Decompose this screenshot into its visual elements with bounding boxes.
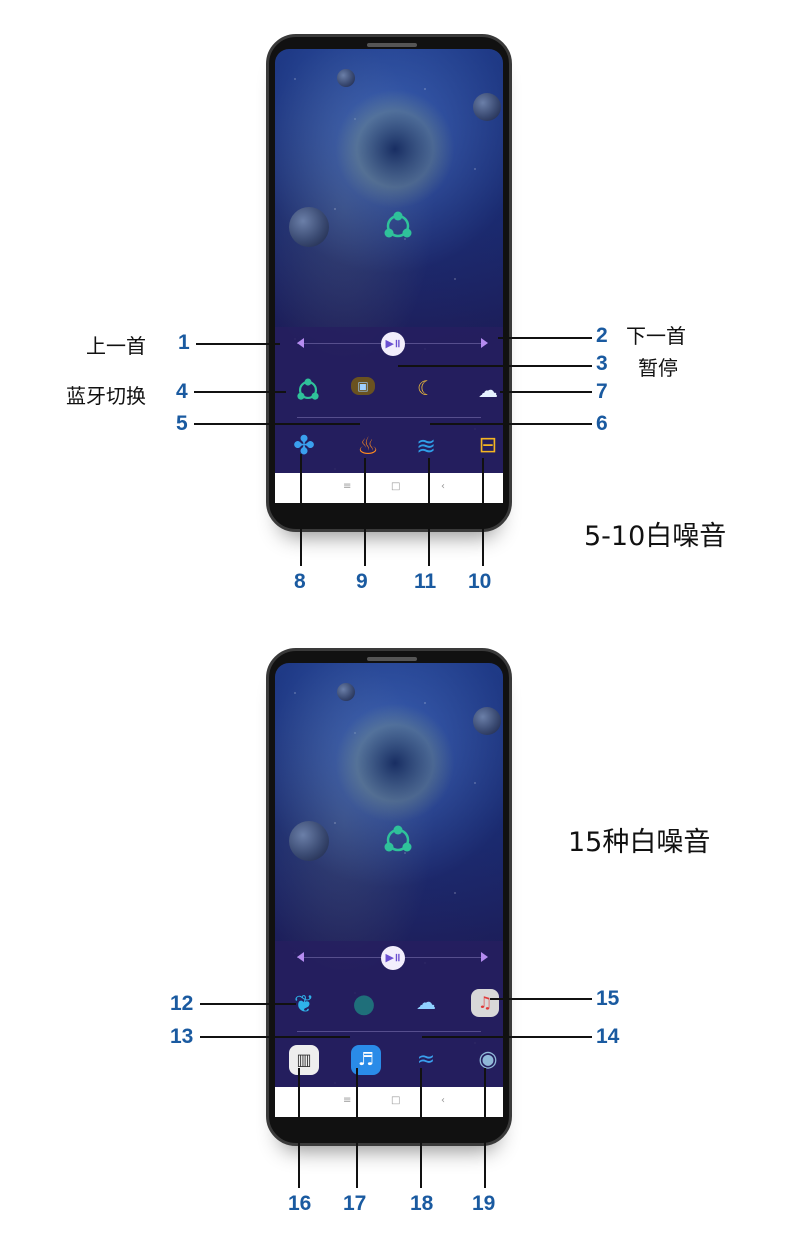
thunderstorm-icon[interactable]: ☁ [416, 990, 436, 1014]
train-icon[interactable]: ⊟ [478, 433, 498, 458]
leader-line [196, 343, 280, 345]
callout-number: 15 [596, 987, 620, 1010]
bluetooth-share-icon[interactable] [381, 209, 415, 243]
planet [337, 69, 355, 87]
callout-number: 13 [170, 1025, 194, 1048]
system-navbar: ≡ □ ‹ [275, 1087, 503, 1117]
bird-icon[interactable]: ❦ [293, 990, 315, 1018]
callout-number: 9 [356, 570, 368, 593]
leader-line [490, 998, 592, 1000]
wave-icon[interactable]: ≋ [415, 432, 437, 460]
label-bluetooth: 蓝牙切换 [66, 384, 146, 408]
next-icon[interactable] [481, 338, 488, 348]
leader-line [428, 458, 430, 566]
fan-icon[interactable]: ✤ [293, 431, 315, 461]
divider [297, 417, 481, 418]
next-icon[interactable] [481, 952, 488, 962]
callout-number: 8 [294, 570, 306, 593]
previous-icon[interactable] [297, 338, 304, 348]
moon-sleep-icon[interactable]: ☾ [417, 376, 435, 400]
callout-number: 4 [176, 380, 188, 403]
leader-line [484, 1068, 486, 1188]
speaker-grille [367, 657, 417, 661]
label-next: 下一首 [626, 324, 686, 348]
planet [473, 707, 501, 735]
callout-number: 17 [343, 1192, 367, 1215]
callout-number: 16 [288, 1192, 312, 1215]
leader-line [200, 1036, 350, 1038]
leader-line [356, 1068, 358, 1188]
callout-number: 11 [414, 570, 437, 593]
planet [289, 207, 329, 247]
leader-line [420, 1068, 422, 1188]
fire-icon[interactable]: ♨ [357, 432, 379, 460]
planet [337, 683, 355, 701]
menu-nav-icon[interactable]: ≡ [343, 481, 352, 492]
callout-number: 2 [596, 324, 608, 347]
music-box-icon[interactable]: ♫ [471, 989, 499, 1017]
home-nav-icon[interactable]: □ [391, 1095, 401, 1106]
divider [297, 1031, 481, 1032]
leader-line [500, 391, 592, 393]
callout-number: 19 [472, 1192, 496, 1215]
play-pause-button[interactable]: ▶॥ [381, 332, 405, 356]
home-nav-icon[interactable]: □ [391, 481, 401, 492]
leader-line [298, 1068, 300, 1188]
callout-number: 12 [170, 992, 194, 1015]
phone-top: ▶॥ ▣ ☾ ☁ ✤ ♨ ≋ ⊟ ≡ □ ‹ [266, 34, 512, 532]
previous-icon[interactable] [297, 952, 304, 962]
planet [289, 821, 329, 861]
leader-line [430, 423, 592, 425]
space-burst [335, 703, 455, 823]
cloud-sleep-icon[interactable]: ☁ [478, 378, 498, 402]
leader-line [200, 1003, 296, 1005]
callout-number: 5 [176, 412, 188, 435]
callout-number: 7 [596, 380, 608, 403]
label-prev: 上一首 [86, 334, 146, 358]
callout-number: 1 [178, 331, 190, 354]
bluetooth-share-icon[interactable] [381, 823, 415, 857]
tv-icon[interactable]: ▣ [351, 377, 375, 395]
leader-line [300, 454, 302, 566]
callout-number: 6 [596, 412, 608, 435]
back-nav-icon[interactable]: ‹ [441, 481, 445, 492]
back-nav-icon[interactable]: ‹ [441, 1095, 445, 1106]
owl-icon[interactable]: ◉ [478, 1047, 498, 1072]
callout-number: 14 [596, 1025, 620, 1048]
speaker-grille [367, 43, 417, 47]
leader-line [398, 365, 592, 367]
app-screen-bottom: ▶॥ ❦ ● ☁ ♫ ▥ ♬ ≈ ◉ ≡ □ ‹ [275, 663, 503, 1117]
callout-number: 10 [468, 570, 492, 593]
piano-icon[interactable]: ▥ [289, 1045, 319, 1075]
label-pause: 暂停 [638, 356, 678, 380]
callout-number: 18 [410, 1192, 434, 1215]
bluetooth-icon[interactable] [291, 375, 325, 409]
space-burst [335, 89, 455, 209]
caption-top: 5-10白噪音 [584, 521, 727, 552]
menu-nav-icon[interactable]: ≡ [343, 1095, 352, 1106]
phone-bottom: ▶॥ ❦ ● ☁ ♫ ▥ ♬ ≈ ◉ ≡ □ ‹ [266, 648, 512, 1146]
app-screen-top: ▶॥ ▣ ☾ ☁ ✤ ♨ ≋ ⊟ ≡ □ ‹ [275, 49, 503, 503]
planet [473, 93, 501, 121]
leader-line [194, 391, 286, 393]
leader-line [422, 1036, 592, 1038]
play-pause-button[interactable]: ▶॥ [381, 946, 405, 970]
leader-line [364, 458, 366, 566]
stream-icon[interactable]: ≈ [416, 1047, 436, 1072]
leader-line [498, 337, 592, 339]
leader-line [194, 423, 360, 425]
leader-line [482, 458, 484, 566]
caption-bottom: 15种白噪音 [568, 827, 711, 858]
callout-number: 3 [596, 352, 608, 375]
frog-icon[interactable]: ● [352, 989, 376, 1019]
system-navbar: ≡ □ ‹ [275, 473, 503, 503]
